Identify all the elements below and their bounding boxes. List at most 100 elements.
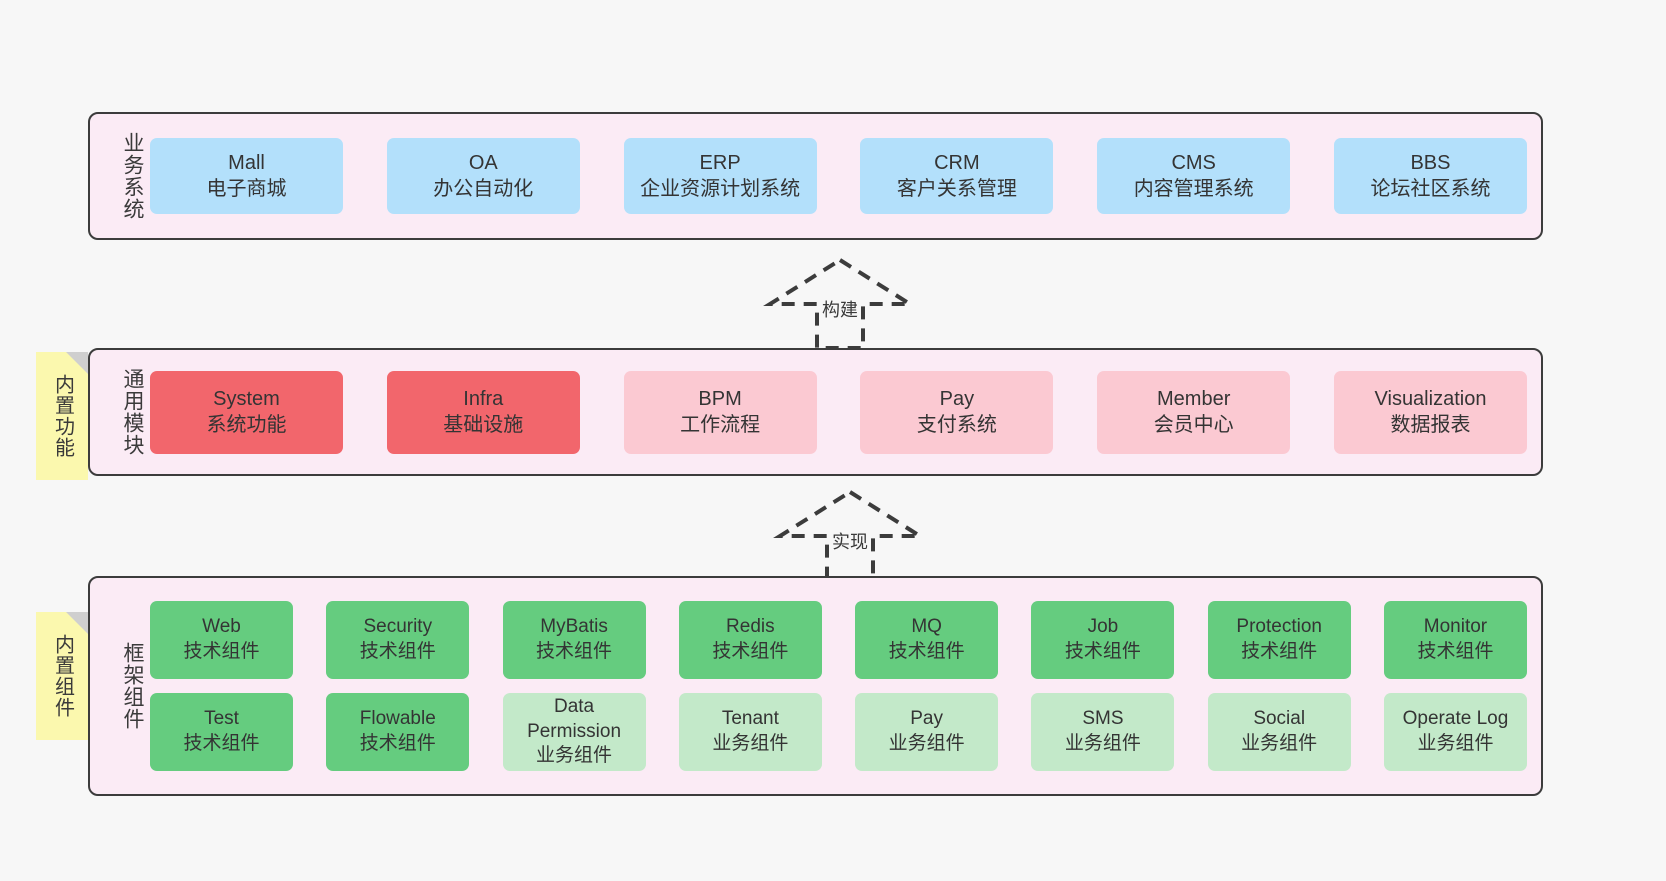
layer-label-framework: 框架组件 (121, 642, 144, 730)
card-subtitle: 业务组件 (536, 745, 613, 767)
sticky-note-builtin-features: 内置功能 (36, 352, 88, 480)
card-infra[interactable]: Infra 基础设施 (386, 370, 580, 454)
card-title: Social (1253, 708, 1306, 730)
card-crm[interactable]: CRM 客户关系管理 (860, 138, 1054, 214)
card-monitor[interactable]: Monitor 技术组件 (1383, 601, 1527, 679)
layer-framework-components: 框架组件 Web 技术组件 Security 技术组件 MyBatis 技术组件… (88, 576, 1543, 796)
card-title: Test (204, 708, 239, 730)
card-title: OA (468, 152, 498, 174)
card-subtitle: 技术组件 (1417, 641, 1494, 662)
generalization-arrow-implement: 实现 (770, 488, 930, 584)
folded-corner-icon (66, 612, 88, 634)
card-mybatis[interactable]: MyBatis 技术组件 (502, 601, 646, 679)
card-title: Visualization (1374, 388, 1487, 410)
card-subtitle: 技术组件 (359, 733, 436, 754)
card-data-permission[interactable]: Data Permission 业务组件 (502, 693, 646, 771)
card-subtitle: 技术组件 (888, 641, 965, 662)
card-title: Pay (939, 388, 975, 410)
layer-label-business: 业务系统 (121, 132, 144, 220)
sticky-note-label: 内置组件 (51, 634, 74, 718)
card-redis[interactable]: Redis 技术组件 (678, 601, 822, 679)
card-subtitle: 业务组件 (1064, 733, 1141, 754)
common-card-list: System 系统功能 Infra 基础设施 BPM 工作流程 Pay 支付系统… (144, 350, 1541, 474)
card-subtitle: 数据报表 (1390, 414, 1471, 436)
connector-label-implement: 实现 (832, 532, 868, 552)
card-title: MQ (911, 616, 942, 638)
sticky-note-builtin-components: 内置组件 (36, 612, 88, 740)
card-title: ERP (699, 152, 741, 174)
card-flowable[interactable]: Flowable 技术组件 (326, 693, 470, 771)
card-mq[interactable]: MQ 技术组件 (855, 601, 999, 679)
layer-label-common: 通用模块 (121, 368, 144, 456)
card-oa[interactable]: OA 办公自动化 (386, 138, 580, 214)
card-visualization[interactable]: Visualization 数据报表 (1333, 370, 1527, 454)
card-social[interactable]: Social 业务组件 (1207, 693, 1351, 771)
card-title: Tenant (721, 708, 779, 730)
card-subtitle: 论坛社区系统 (1370, 178, 1491, 200)
card-title: Protection (1236, 616, 1322, 638)
card-security[interactable]: Security 技术组件 (326, 601, 470, 679)
card-subtitle: 工作流程 (680, 414, 761, 436)
card-title: Mall (228, 152, 265, 174)
card-subtitle: 技术组件 (712, 641, 789, 662)
connector-label-build: 构建 (822, 300, 858, 320)
card-title: System (213, 388, 280, 410)
card-title: SMS (1082, 708, 1124, 730)
card-title: Monitor (1423, 616, 1488, 638)
folded-corner-icon (66, 352, 88, 374)
card-mall[interactable]: Mall 电子商城 (150, 138, 343, 214)
card-subtitle: 技术组件 (183, 641, 260, 662)
card-tenant[interactable]: Tenant 业务组件 (678, 693, 822, 771)
card-subtitle: 技术组件 (1064, 641, 1141, 662)
card-subtitle: 技术组件 (359, 641, 436, 662)
card-protection[interactable]: Protection 技术组件 (1207, 601, 1351, 679)
card-title: Data Permission (527, 695, 622, 742)
card-subtitle: 系统功能 (206, 414, 287, 436)
card-title: Job (1087, 616, 1119, 638)
layer-business-systems: 业务系统 Mall 电子商城 OA 办公自动化 ERP 企业资源计划系统 CRM… (88, 112, 1543, 240)
card-subtitle: 业务组件 (712, 733, 789, 754)
card-bbs[interactable]: BBS 论坛社区系统 (1333, 138, 1527, 214)
sticky-note-label: 内置功能 (51, 374, 74, 458)
card-member[interactable]: Member 会员中心 (1097, 370, 1291, 454)
card-subtitle: 基础设施 (443, 414, 524, 436)
card-subtitle: 业务组件 (888, 733, 965, 754)
card-subtitle: 技术组件 (183, 733, 260, 754)
layer-common-modules: 通用模块 System 系统功能 Infra 基础设施 BPM 工作流程 Pay… (88, 348, 1543, 476)
card-title: BBS (1410, 152, 1451, 174)
card-erp[interactable]: ERP 企业资源计划系统 (623, 138, 817, 214)
card-system[interactable]: System 系统功能 (150, 370, 343, 454)
card-web[interactable]: Web 技术组件 (150, 601, 293, 679)
card-subtitle: 会员中心 (1153, 414, 1234, 436)
card-title: CRM (934, 152, 980, 174)
card-bpm[interactable]: BPM 工作流程 (623, 370, 817, 454)
card-job[interactable]: Job 技术组件 (1031, 601, 1175, 679)
card-subtitle: 业务组件 (1241, 733, 1318, 754)
card-subtitle: 内容管理系统 (1133, 178, 1254, 200)
card-title: Redis (726, 616, 775, 638)
build-arrow-shape (763, 257, 917, 350)
card-title: CMS (1171, 152, 1216, 174)
card-sms[interactable]: SMS 业务组件 (1031, 693, 1175, 771)
card-test[interactable]: Test 技术组件 (150, 693, 293, 771)
card-title: MyBatis (540, 616, 608, 638)
implement-arrow-shape (773, 489, 927, 582)
business-card-list: Mall 电子商城 OA 办公自动化 ERP 企业资源计划系统 CRM 客户关系… (144, 114, 1541, 238)
card-cms[interactable]: CMS 内容管理系统 (1097, 138, 1291, 214)
card-subtitle: 支付系统 (916, 414, 997, 436)
card-title: Web (202, 616, 241, 638)
card-title: Infra (463, 388, 504, 410)
card-subtitle: 企业资源计划系统 (640, 178, 801, 200)
framework-row-technical: Web 技术组件 Security 技术组件 MyBatis 技术组件 Redi… (150, 601, 1527, 679)
card-title: Security (363, 616, 433, 638)
card-subtitle: 客户关系管理 (896, 178, 1017, 200)
card-pay-business[interactable]: Pay 业务组件 (855, 693, 999, 771)
card-subtitle: 电子商城 (206, 178, 287, 200)
generalization-arrow-build: 构建 (760, 256, 920, 352)
card-operate-log[interactable]: Operate Log 业务组件 (1383, 693, 1527, 771)
card-pay[interactable]: Pay 支付系统 (860, 370, 1054, 454)
card-title: Operate Log (1402, 708, 1509, 730)
framework-row-business: Test 技术组件 Flowable 技术组件 Data Permission … (150, 693, 1527, 771)
card-subtitle: 技术组件 (536, 641, 613, 662)
card-subtitle: 技术组件 (1241, 641, 1318, 662)
